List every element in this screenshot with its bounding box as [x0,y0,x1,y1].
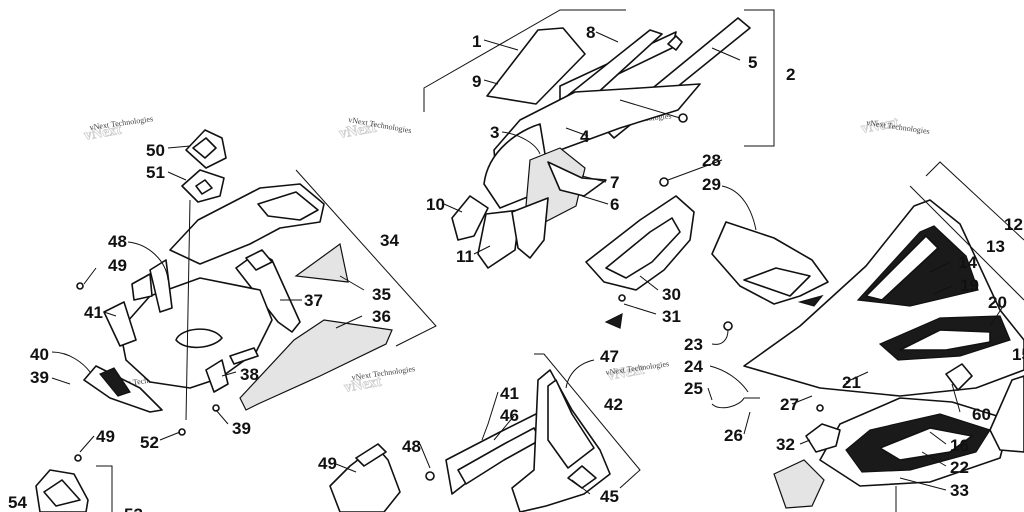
bracket-lines [96,9,1024,512]
callout-45: 45 [600,487,619,506]
callout-48b: 48 [402,437,421,456]
callout-51: 51 [146,163,165,182]
right-panel-assembly [711,199,1024,509]
part-41-bracket [103,301,137,347]
callout-21: 21 [842,373,861,392]
callout-52: 52 [140,433,159,452]
callout-23: 23 [684,335,703,354]
callout-7: 7 [610,173,619,192]
callout-48a: 48 [108,232,127,251]
callout-54: 54 [8,493,27,512]
svg-text:vNext: vNext [343,374,383,396]
part-29-cover [711,221,829,305]
side-panel-assembly [585,177,829,329]
callout-41a: 41 [84,303,103,322]
callout-16: 16 [950,436,969,455]
callout-36: 36 [372,307,391,326]
callout-49c: 49 [318,454,337,473]
callout-49a: 49 [108,256,127,275]
callout-15: 15 [1012,345,1024,364]
callout-3: 3 [490,123,499,142]
callout-40: 40 [30,345,49,364]
callout-39b: 39 [232,419,251,438]
callout-28: 28 [702,151,721,170]
watermark-1: vNext Technologies [89,114,154,132]
callout-53: 53 [124,505,143,512]
callout-labels: 1 2 3 4 5 6 7 8 9 10 11 12 13 14 15 16 1… [8,23,1024,512]
callout-22: 22 [950,458,969,477]
svg-text:vNext: vNext [860,115,900,137]
svg-text:vNext: vNext [83,122,123,144]
part-32-block [805,423,841,453]
callout-33: 33 [950,481,969,500]
callout-10: 10 [426,195,445,214]
lower-trim-assembly [35,369,611,512]
callout-2: 2 [786,65,795,84]
callout-27: 27 [780,395,799,414]
callout-9: 9 [472,72,481,91]
part-15-vent [989,375,1024,453]
callout-19: 19 [960,276,979,295]
callout-31: 31 [662,307,681,326]
part-49-bracket [329,445,401,512]
part-33-plate [773,459,825,509]
callout-32: 32 [776,435,795,454]
watermark-6: vNext Technologies [351,364,416,382]
nose-assembly [76,129,393,436]
callout-29: 29 [702,175,721,194]
callout-41b: 41 [500,384,519,403]
callout-35: 35 [372,285,391,304]
callout-38: 38 [240,365,259,384]
svg-text:vNext: vNext [606,362,646,384]
callout-12: 12 [1004,215,1023,234]
callout-11: 11 [456,247,474,266]
callout-47: 47 [600,347,619,366]
part-36-decal [239,319,393,411]
callout-5: 5 [748,53,757,72]
callout-25: 25 [684,379,703,398]
callout-1: 1 [472,32,481,51]
callout-26: 26 [724,426,743,445]
callout-39a: 39 [30,368,49,387]
callout-13: 13 [986,237,1005,256]
leader-lines [51,31,1007,495]
callout-30: 30 [662,285,681,304]
hood-assembly [451,17,751,269]
part-38-mount [205,359,229,393]
callout-34: 34 [380,231,399,250]
callout-20: 20 [988,293,1007,312]
callout-8: 8 [586,23,595,42]
callout-6: 6 [610,195,619,214]
part-9-windshield-pad [486,27,586,105]
part-10-side-panel [451,195,489,241]
callout-14: 14 [958,253,977,272]
callout-42: 42 [604,395,623,414]
callout-50: 50 [146,141,165,160]
callout-24: 24 [684,357,703,376]
callout-49b: 49 [96,427,115,446]
callout-4: 4 [580,127,590,146]
callout-37: 37 [304,291,323,310]
callout-60: 60 [972,405,991,424]
part-60-bracket [945,363,973,391]
callout-46: 46 [500,406,519,425]
part-35-decal [294,242,349,283]
svg-text:vNext: vNext [338,120,378,142]
